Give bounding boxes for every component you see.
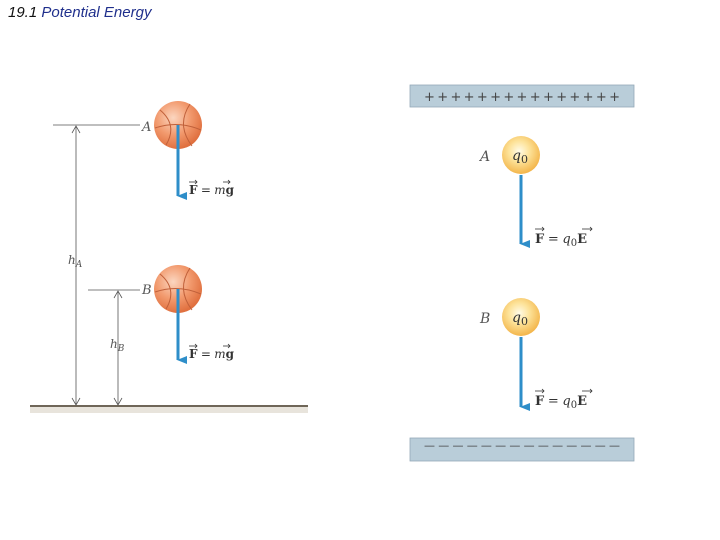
positive-charges: +++++++++++++++ — [424, 90, 620, 105]
section-title: Potential Energy — [41, 4, 152, 21]
vector-bar — [189, 343, 231, 349]
height-a-dimension — [53, 124, 140, 406]
section-number: 19.1 — [8, 4, 38, 21]
gravity-force-label-b: F = mg — [189, 347, 235, 361]
electric-force-label-b: F = q0E — [535, 393, 587, 411]
gravity-point-b-label: B — [141, 283, 152, 298]
height-b-dimension — [88, 289, 140, 406]
vector-bar — [189, 179, 231, 185]
ground — [30, 405, 308, 413]
charge-b — [502, 298, 540, 336]
gravity-panel: hA hB A B F = mg — [30, 101, 308, 413]
gravity-point-a-label: A — [141, 120, 151, 135]
electric-point-b-label: B — [479, 311, 490, 327]
vector-bar — [535, 388, 593, 394]
electric-panel: +++++++++++++++ —————————————— A B q0 F … — [409, 84, 635, 462]
page-title: 19.1 Potential Energy — [8, 4, 151, 21]
positive-plate: +++++++++++++++ — [409, 84, 635, 108]
gravity-force-label-a: F = mg — [189, 183, 235, 197]
height-a-label: hA — [68, 253, 83, 270]
charge-a-label: q0 — [512, 148, 528, 166]
charge-a — [502, 136, 540, 174]
electric-point-a-label: A — [478, 149, 490, 165]
negative-plate: —————————————— — [409, 437, 635, 462]
charge-b-label: q0 — [512, 310, 528, 328]
electric-force-label-a: F = q0E — [535, 231, 587, 249]
height-b-label: hB — [110, 337, 125, 354]
vector-bar — [535, 226, 593, 232]
